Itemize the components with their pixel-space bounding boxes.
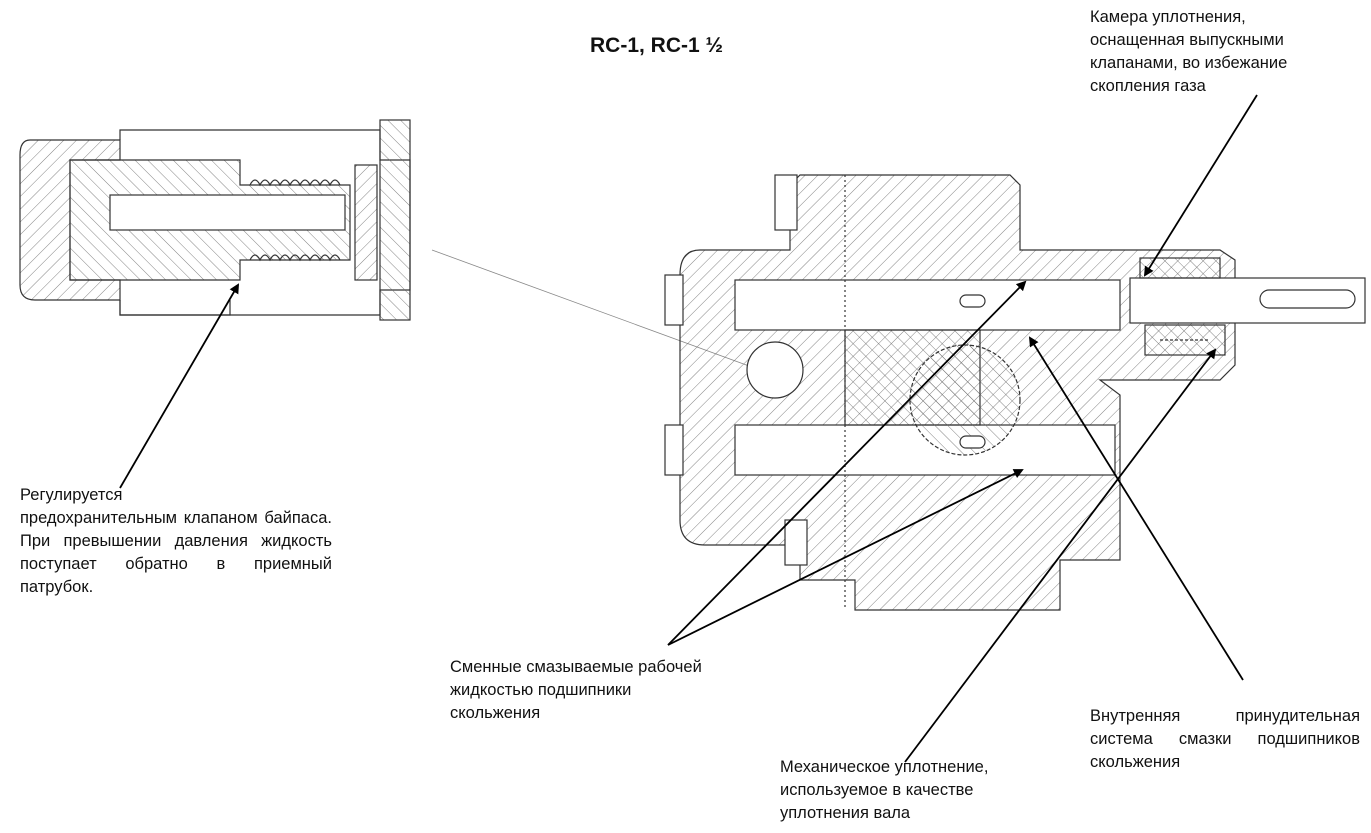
arrow-bearing-lower	[667, 469, 1024, 646]
arrow-lubrication	[1028, 336, 1244, 681]
callout-arrows	[119, 94, 1258, 763]
label-lubrication-system: Внутренняя принудительная система смазки…	[1090, 707, 1360, 771]
label-bearings: Сменные смазываемые рабочей жидкостью по…	[450, 658, 702, 722]
relief-valve-detail	[19, 119, 411, 321]
arrow-mech-seal	[904, 348, 1217, 763]
arrow-seal-chamber	[1143, 94, 1258, 277]
label-mechanical-seal: Механическое уплотнение, используемое в …	[780, 758, 989, 822]
arrow-bearing-upper	[667, 280, 1027, 646]
arrow-relief-valve	[119, 283, 240, 489]
pump-body	[664, 174, 1366, 611]
diagram-title: RC-1, RC-1 ½	[590, 34, 724, 57]
label-relief-valve: Регулируется предохранительным клапаном …	[20, 486, 332, 596]
label-seal-chamber: Камера уплотнения, оснащенная выпускными…	[1090, 8, 1288, 95]
